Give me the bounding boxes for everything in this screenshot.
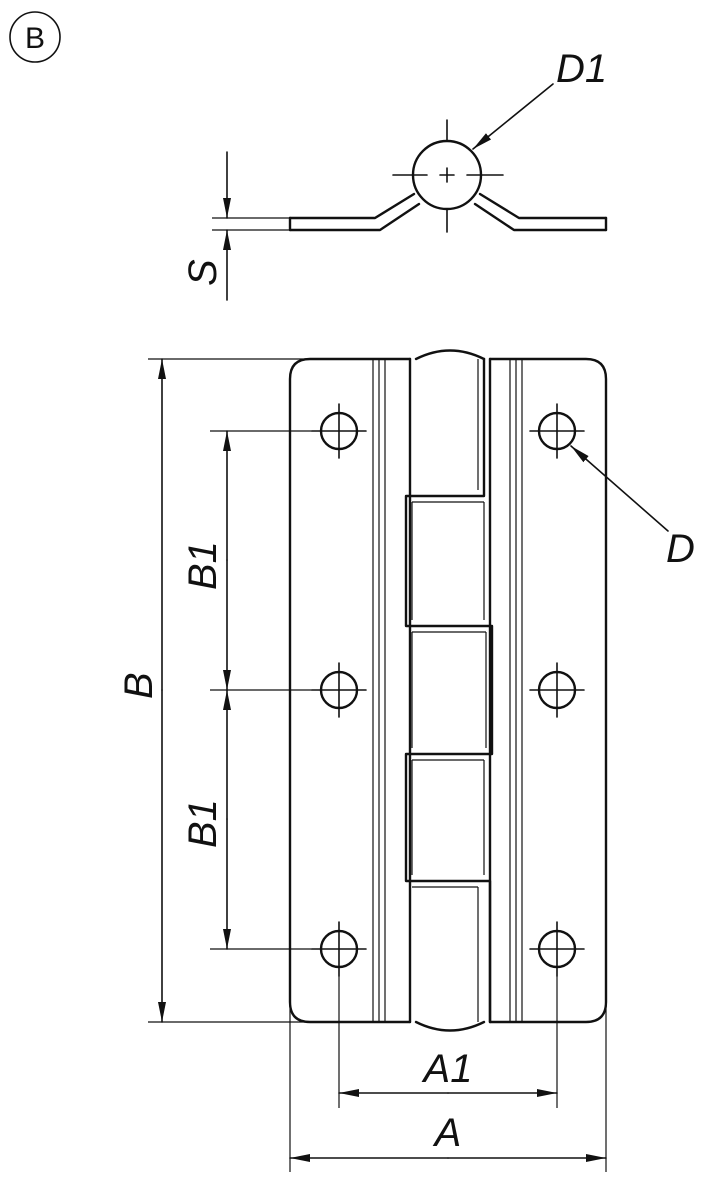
hinge-section-view [288, 119, 608, 233]
s-label: S [181, 259, 225, 286]
d-leader: D [570, 445, 695, 571]
b1-lower-label: B1 [181, 799, 225, 848]
b1-pitch-dimensions: B1 B1 [181, 430, 312, 950]
a1-label: A1 [422, 1047, 473, 1091]
mounting-holes [311, 403, 585, 977]
view-badge-label: B [25, 22, 45, 55]
b1-upper-label: B1 [181, 541, 225, 590]
hole-left-bottom [311, 921, 367, 977]
hole-right-bottom [529, 921, 585, 977]
d1-leader: D1 [472, 47, 607, 150]
hinge-front-view [288, 349, 608, 1032]
hole-right-top [529, 403, 585, 459]
d-label: D [666, 527, 695, 571]
hole-left-top [311, 403, 367, 459]
hole-left-middle [311, 662, 367, 718]
b-label: B [117, 672, 161, 699]
view-badge: B [9, 11, 61, 63]
d1-label: D1 [556, 47, 607, 91]
a-label: A [433, 1111, 462, 1155]
a-width-dimension: A [289, 1002, 607, 1172]
hole-right-middle [529, 662, 585, 718]
s-thickness-dimension: S [181, 151, 290, 301]
a1-spacing-dimension: A1 [338, 976, 558, 1108]
b-height-dimension: B [117, 358, 310, 1023]
